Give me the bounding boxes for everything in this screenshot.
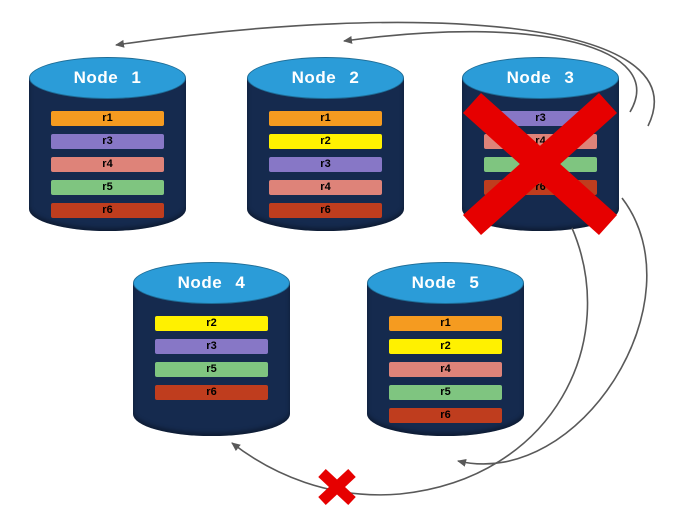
node-title: Node 4 (177, 273, 246, 292)
db-node-2: Node 2 r1 r2 r3 r4 r6 (247, 57, 404, 231)
replica-label: r1 (102, 112, 113, 124)
replica-label: r3 (535, 112, 546, 124)
replica-bar-r5: r5 (484, 157, 597, 172)
node-title: Node 1 (73, 68, 142, 87)
replica-label: r6 (102, 204, 113, 216)
replica-bar-r4: r4 (269, 180, 382, 195)
replica-bar-r6: r6 (155, 385, 268, 400)
transfer-failure-x-icon (318, 468, 356, 506)
cylinder-top: Node 2 (247, 57, 404, 99)
replica-list: r3 r4 r5 r6 (484, 111, 597, 195)
replica-label: r4 (535, 135, 546, 147)
replica-label: r3 (102, 135, 113, 147)
replica-label: r4 (440, 363, 451, 375)
replica-label: r5 (535, 158, 546, 170)
replica-label: r5 (440, 386, 451, 398)
replica-label: r1 (440, 317, 451, 329)
replica-bar-r5: r5 (389, 385, 502, 400)
replica-bar-r6: r6 (269, 203, 382, 218)
replica-label: r5 (102, 181, 113, 193)
replica-list: r2 r3 r5 r6 (155, 316, 268, 400)
transfer-failure-x-stroke-1 (318, 468, 356, 506)
replica-bar-r2: r2 (269, 134, 382, 149)
db-node-1: Node 1 r1 r3 r4 r5 r6 (29, 57, 186, 231)
cylinder-top: Node 4 (133, 262, 290, 304)
replica-bar-r4: r4 (51, 157, 164, 172)
replica-list: r1 r2 r4 r5 r6 (389, 316, 502, 423)
replica-label: r4 (320, 181, 331, 193)
cylinder-top: Node 1 (29, 57, 186, 99)
replica-label: r1 (320, 112, 331, 124)
replica-label: r5 (206, 363, 217, 375)
replica-list: r1 r2 r3 r4 r6 (269, 111, 382, 218)
replica-bar-r6: r6 (484, 180, 597, 195)
replica-label: r6 (535, 181, 546, 193)
replica-bar-r5: r5 (155, 362, 268, 377)
transfer-failure-x-stroke-2 (318, 468, 356, 506)
replica-bar-r6: r6 (389, 408, 502, 423)
replica-bar-r6: r6 (51, 203, 164, 218)
replica-bar-r5: r5 (51, 180, 164, 195)
node-title: Node 2 (291, 68, 360, 87)
db-node-3: Node 3 r3 r4 r5 r6 (462, 57, 619, 231)
node-title: Node 5 (411, 273, 480, 292)
replica-bar-r1: r1 (269, 111, 382, 126)
replica-bar-r3: r3 (51, 134, 164, 149)
replica-bar-r3: r3 (155, 339, 268, 354)
replica-list: r1 r3 r4 r5 r6 (51, 111, 164, 218)
replica-label: r3 (320, 158, 331, 170)
replica-label: r2 (440, 340, 451, 352)
node-title: Node 3 (506, 68, 575, 87)
db-node-5: Node 5 r1 r2 r4 r5 r6 (367, 262, 524, 436)
replica-label: r2 (206, 317, 217, 329)
replica-label: r2 (320, 135, 331, 147)
cylinder-top: Node 3 (462, 57, 619, 99)
replica-label: r4 (102, 158, 113, 170)
replica-label: r6 (206, 386, 217, 398)
replica-label: r3 (206, 340, 217, 352)
replica-label: r6 (320, 204, 331, 216)
replica-bar-r3: r3 (269, 157, 382, 172)
replica-bar-r3: r3 (484, 111, 597, 126)
cylinder-top: Node 5 (367, 262, 524, 304)
replica-bar-r4: r4 (389, 362, 502, 377)
replica-bar-r2: r2 (389, 339, 502, 354)
replica-bar-r2: r2 (155, 316, 268, 331)
replica-label: r6 (440, 409, 451, 421)
db-node-4: Node 4 r2 r3 r5 r6 (133, 262, 290, 436)
replica-bar-r4: r4 (484, 134, 597, 149)
replica-bar-r1: r1 (51, 111, 164, 126)
replica-bar-r1: r1 (389, 316, 502, 331)
